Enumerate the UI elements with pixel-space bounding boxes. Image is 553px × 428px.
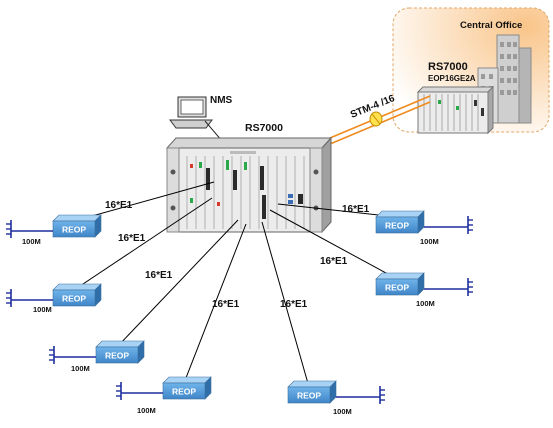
e1-branch: REOP 100M 16*E1 [49,219,239,373]
ethernet-port-icon [424,216,473,234]
ethernet-port-icon [336,386,385,404]
speed-label: 100M [420,237,439,246]
reop-label: REOP [385,221,409,231]
e1-link-line [261,221,310,388]
e1-branch: REOP 100M 16*E1 [6,197,213,314]
reop-label: REOP [62,225,86,235]
speed-label: 100M [71,364,90,373]
e1-link-line [73,181,215,222]
reop-label: REOP [62,294,86,304]
links-layer: REOP100M16*E1REOP100M16*E1REOP100M16*E1R… [6,181,473,416]
ethernet-port-icon [116,382,163,400]
speed-label: 100M [33,305,52,314]
nms-label: NMS [210,95,233,106]
e1-link-line [277,203,398,218]
reop-device: REOP [287,380,337,404]
central-office-area: Central Office RS7000 EOP16GE2A [392,7,550,135]
ethernet-port-icon [49,346,96,364]
reop-label: REOP [297,391,321,401]
ethernet-port-icon [6,220,53,238]
e1-label: 16*E1 [342,204,370,215]
reop-device: REOP [162,376,212,400]
central-card-label: EOP16GE2A [428,74,476,83]
e1-link-line [116,219,239,348]
e1-link-line [269,209,398,280]
ethernet-port-icon [424,278,473,296]
reop-device: REOP [95,340,145,364]
central-office-title: Central Office [460,20,522,31]
e1-branch: REOP 100M 16*E1 [277,203,473,246]
main-device-label: RS7000 [245,122,283,134]
e1-label: 16*E1 [105,200,133,211]
laptop-icon [169,119,213,129]
reop-device: REOP [52,214,102,238]
e1-label: 16*E1 [145,270,173,281]
e1-label: 16*E1 [212,299,240,310]
reop-label: REOP [105,351,129,361]
speed-label: 100M [416,299,435,308]
e1-branch: REOP 100M 16*E1 [6,181,215,246]
speed-label: 100M [137,406,156,415]
central-device-label: RS7000 [428,61,468,73]
reop-label: REOP [172,387,196,397]
central-chassis [416,85,495,135]
main-chassis: RS7000 [165,122,333,234]
reop-device: REOP [52,283,102,307]
e1-branch: REOP 100M 16*E1 [261,221,385,416]
e1-branch: REOP 100M 16*E1 [269,209,473,308]
e1-link-line [183,223,247,384]
e1-label: 16*E1 [280,299,308,310]
reop-label: REOP [385,283,409,293]
ethernet-port-icon [6,289,53,307]
speed-label: 100M [22,237,41,246]
e1-branch: REOP 100M 16*E1 [116,223,247,415]
e1-label: 16*E1 [320,256,348,267]
reop-device: REOP [375,272,425,296]
reop-device: REOP [375,210,425,234]
nms-workstation: NMS [169,95,233,149]
e1-label: 16*E1 [118,233,146,244]
speed-label: 100M [333,407,352,416]
e1-link-line [73,197,213,291]
